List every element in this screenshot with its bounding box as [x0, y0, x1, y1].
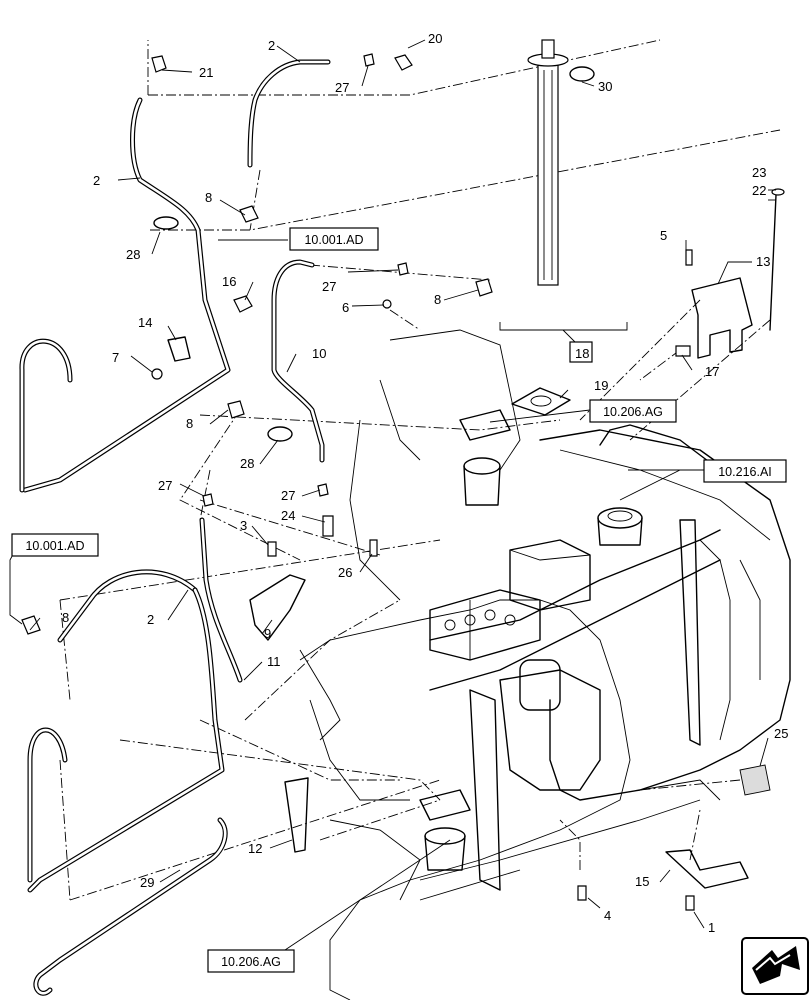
nut-6 [382, 299, 392, 309]
callout-29: 29 [140, 875, 154, 890]
callout-8-top: 8 [205, 190, 212, 205]
callout-box-18 [569, 341, 593, 363]
forward-arrow-icon[interactable] [741, 937, 809, 995]
callout-1: 1 [708, 920, 715, 935]
callout-23: 23 [752, 165, 766, 180]
callout-8-far-left: 8 [62, 610, 69, 625]
bolt-3 [267, 541, 277, 557]
callout-13: 13 [756, 254, 770, 269]
callout-11: 11 [267, 654, 281, 669]
callout-17: 17 [705, 364, 719, 379]
callout-20: 20 [428, 31, 442, 46]
svg-text:10.216.AI: 10.216.AI [718, 465, 772, 479]
callout-22: 22 [752, 183, 766, 198]
callout-15: 15 [635, 874, 649, 889]
bolt-1 [685, 895, 695, 911]
dipstick-cap [771, 188, 785, 196]
callout-7: 7 [112, 350, 119, 365]
elbow-8d [21, 615, 41, 635]
callout-30: 30 [598, 79, 612, 94]
bracket-12 [284, 777, 309, 853]
callout-3: 3 [240, 518, 247, 533]
dipstick [769, 194, 777, 331]
callout-19: 19 [594, 378, 608, 393]
fitting-26 [369, 539, 378, 557]
svg-text:10.001.AD: 10.001.AD [304, 233, 363, 247]
clip-16 [233, 295, 253, 313]
clip-17 [675, 345, 691, 357]
clip-27b [397, 262, 409, 276]
callout-14: 14 [138, 315, 152, 330]
bracket-9 [249, 574, 306, 641]
bracket-13 [691, 277, 753, 359]
clip-14 [167, 336, 191, 362]
elbow-8c [227, 400, 245, 419]
clip-27d [317, 483, 329, 497]
callout-2-left: 2 [93, 173, 100, 188]
clamp-28-mid [267, 426, 293, 442]
callout-5: 5 [660, 228, 667, 243]
clip-27a [363, 53, 375, 67]
callout-labels: 21 2 20 27 30 2 8 28 5 13 23 22 16 27 6 … [62, 31, 788, 935]
grommet-7 [151, 368, 163, 380]
bolt-4 [577, 885, 587, 901]
fitting-24 [322, 515, 334, 537]
callout-27-top: 27 [335, 80, 349, 95]
hose-2-left [19, 97, 231, 493]
elbow-8a [239, 205, 259, 223]
hose-29 [33, 817, 228, 996]
ref-box-001-ad-top[interactable]: 10.001.AD [289, 227, 379, 251]
leader-lines [9, 39, 776, 961]
callout-25: 25 [774, 726, 788, 741]
clip-27c [202, 493, 214, 507]
hose-2-lower [27, 569, 225, 893]
clamp-21 [151, 55, 167, 73]
callout-4: 4 [604, 908, 611, 923]
ref-box-001-ad-left[interactable]: 10.001.AD [11, 533, 99, 557]
callout-2-lower: 2 [147, 612, 154, 627]
callout-28-mid: 28 [240, 456, 254, 471]
svg-text:10.001.AD: 10.001.AD [25, 539, 84, 553]
hose-10 [271, 259, 325, 463]
callout-18: 18 [575, 346, 589, 361]
ref-box-206-ag-mid[interactable]: 10.206.AG [589, 399, 677, 423]
block-25 [739, 764, 771, 796]
hose-2-top [247, 59, 331, 168]
callout-26: 26 [338, 565, 352, 580]
gasket-19 [511, 387, 571, 416]
bolt-5 [685, 249, 693, 266]
bracket-15 [665, 849, 749, 889]
svg-text:10.206.AG: 10.206.AG [603, 405, 663, 419]
callout-27-right: 27 [281, 488, 295, 503]
callout-24: 24 [281, 508, 295, 523]
ref-box-206-ag-bottom[interactable]: 10.206.AG [207, 949, 295, 973]
callout-10: 10 [312, 346, 326, 361]
level-gauge [527, 39, 595, 286]
elbow-20 [394, 54, 413, 71]
callout-27-mid: 27 [322, 279, 336, 294]
machine-frame [299, 329, 791, 1000]
callout-16: 16 [222, 274, 236, 289]
callout-8-mid: 8 [434, 292, 441, 307]
ref-box-216-ai[interactable]: 10.216.AI [703, 459, 787, 483]
svg-text:10.206.AG: 10.206.AG [221, 955, 281, 969]
elbow-8b [475, 278, 493, 297]
callout-6: 6 [342, 300, 349, 315]
callout-2-top: 2 [268, 38, 275, 53]
callout-27-left: 27 [158, 478, 172, 493]
callout-28-top: 28 [126, 247, 140, 262]
callout-9: 9 [264, 626, 271, 641]
callout-12: 12 [248, 841, 262, 856]
clamp-28-top [153, 216, 179, 230]
callout-21: 21 [199, 65, 213, 80]
callout-8-left: 8 [186, 416, 193, 431]
hose-11 [199, 517, 243, 683]
